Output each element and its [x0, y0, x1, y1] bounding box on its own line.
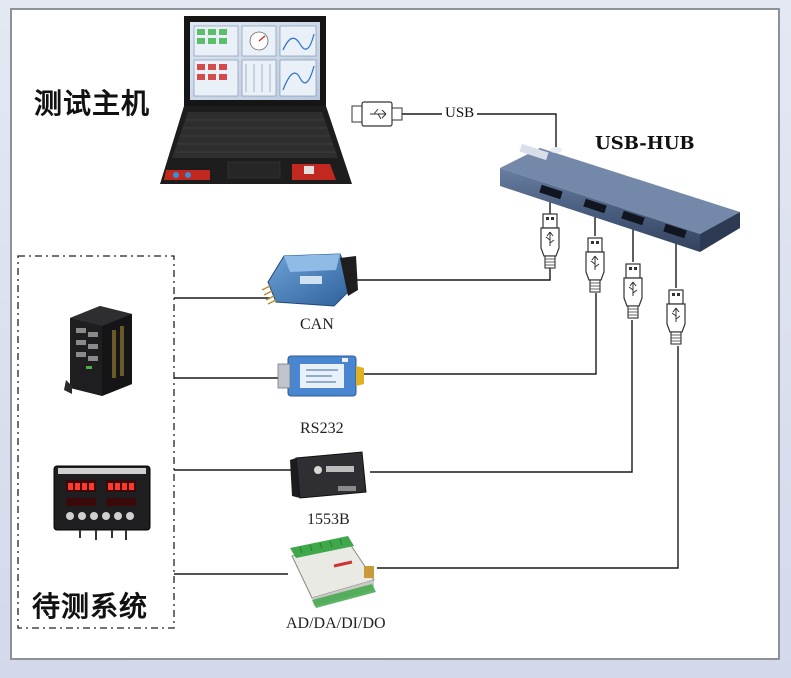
usb-plug-icon-4	[666, 289, 686, 345]
system-under-test-label: 待测系统	[32, 590, 149, 623]
m1553b-box-icon	[290, 451, 367, 499]
wire-io	[377, 346, 679, 569]
host-label: 测试主机	[34, 87, 151, 120]
usb-link-label: USB	[442, 105, 478, 122]
industrial-pc-icon	[64, 306, 132, 396]
wire-can	[356, 266, 551, 281]
system-under-test-box	[17, 255, 175, 629]
usb-cable-icon	[351, 101, 403, 127]
wire-rs232	[363, 293, 597, 375]
device-label-io: AD/DA/DI/DO	[286, 615, 386, 632]
rs232-adapter-icon	[277, 355, 364, 397]
device-label-can: CAN	[300, 316, 334, 333]
controller-unit-icon	[53, 465, 151, 540]
wire-1553b	[370, 320, 633, 473]
device-label-rs232: RS232	[300, 420, 344, 437]
usb-plug-icon-2	[585, 237, 605, 293]
can-adapter-icon	[261, 253, 358, 307]
wire-host-usb	[402, 113, 557, 148]
device-label-1553b: 1553B	[307, 511, 350, 528]
laptop-icon	[160, 16, 352, 184]
usb-plug-icon-1	[540, 213, 560, 269]
io-module-icon	[290, 536, 376, 608]
usb-plug-icon-3	[623, 263, 643, 319]
usb-hub-icon	[500, 143, 740, 252]
usb-hub-label: USB-HUB	[595, 133, 695, 154]
